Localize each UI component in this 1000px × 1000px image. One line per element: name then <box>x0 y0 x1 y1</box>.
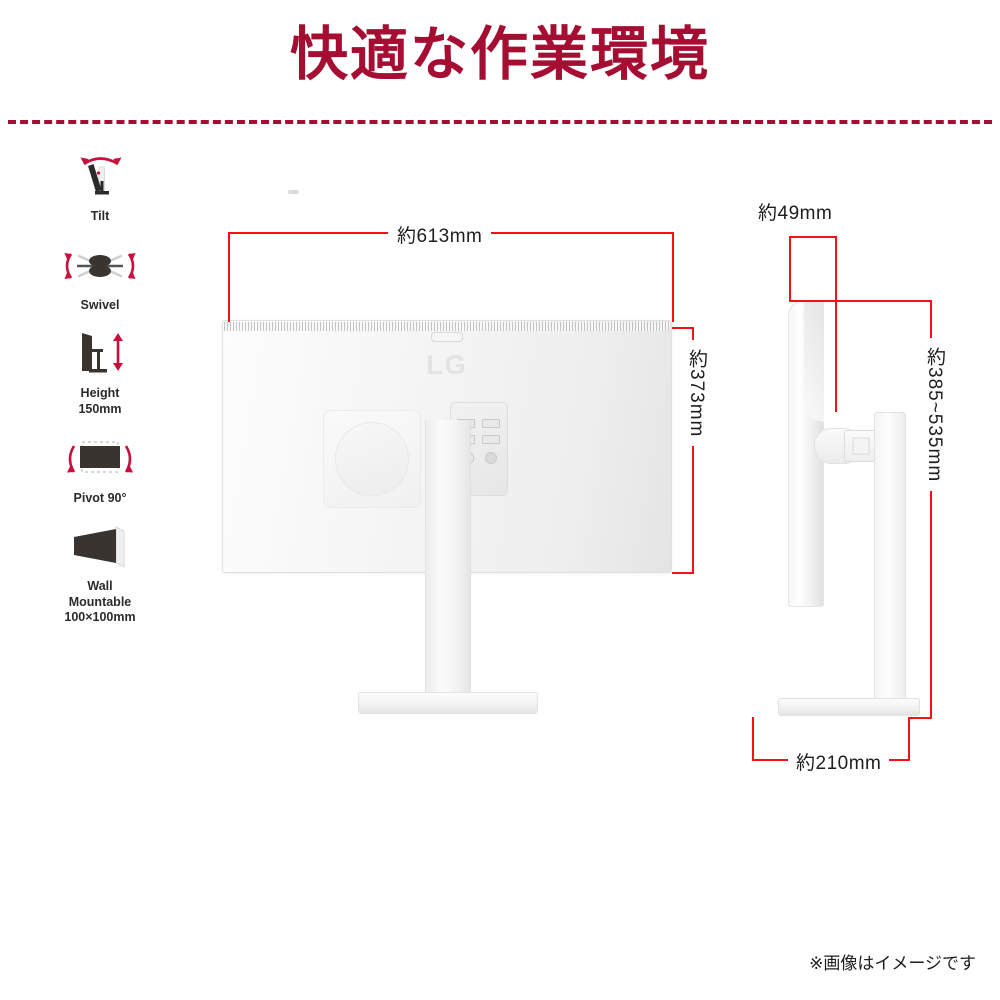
dim-base-tick-left <box>752 717 754 761</box>
stand-base <box>358 692 538 714</box>
title-divider <box>8 120 992 124</box>
dim-height-label: 約373mm <box>683 340 710 447</box>
dim-depth-line-top <box>789 236 837 238</box>
dim-depth-tick-right <box>835 236 837 412</box>
dim-depth-line-bottom <box>789 300 932 302</box>
page-title: 快適な作業環境 <box>289 22 710 87</box>
vesa-mount-plate <box>323 410 421 508</box>
feature-list: Tilt <box>30 150 170 640</box>
feature-label: Tilt <box>90 209 110 223</box>
lg-logo: LG <box>426 350 468 380</box>
height-adjust-icon <box>30 327 170 381</box>
feature-item-tilt: Tilt <box>30 150 170 225</box>
vesa-swivel-ring <box>335 422 409 496</box>
audio-jack <box>485 452 497 464</box>
monitor-side-view <box>770 300 940 730</box>
feature-item-wall-mount: Wall Mountable 100×100mm <box>30 520 170 626</box>
feature-label: Swivel <box>80 297 120 312</box>
dim-base-label: 約210mm <box>788 748 890 775</box>
dim-width-tick-right <box>672 232 674 322</box>
dim-height-range-tick-bottom <box>908 717 932 719</box>
stand-neck <box>425 420 471 698</box>
top-indicator <box>431 332 463 342</box>
feature-label: Height 150mm <box>78 386 122 416</box>
dim-height-range-line <box>930 300 932 719</box>
dim-height-line <box>692 327 694 574</box>
dim-base-tick-right <box>908 717 910 761</box>
dim-height-range-label: 約385~535mm <box>921 338 948 492</box>
usb-port-2 <box>482 435 500 444</box>
dim-height-tick-top <box>672 327 694 329</box>
feature-item-pivot: Pivot 90° <box>30 432 170 507</box>
feature-label: Pivot 90° <box>73 490 127 505</box>
feature-label: Wall Mountable 100×100mm <box>64 579 136 625</box>
hdmi-port-2 <box>482 419 500 428</box>
side-port-mark <box>820 528 824 537</box>
swivel-icon <box>30 239 170 293</box>
side-hinge-inner <box>852 437 870 455</box>
tilt-icon <box>30 150 170 204</box>
side-panel-curve <box>804 302 824 422</box>
dim-width-tick-left <box>228 232 230 322</box>
wall-mount-icon <box>30 520 170 574</box>
disclaimer-text: ※画像はイメージです <box>809 954 976 973</box>
side-hinge-block <box>844 430 878 462</box>
dim-width-label: 約613mm <box>388 221 492 248</box>
pivot-icon <box>30 432 170 486</box>
side-stand-column <box>874 412 906 702</box>
feature-item-swivel: Swivel <box>30 239 170 314</box>
dim-depth-tick-left <box>789 236 791 302</box>
cable-notch <box>288 190 299 194</box>
dim-height-tick-bottom <box>672 572 694 574</box>
vent-strip <box>224 322 670 331</box>
feature-item-height: Height 150mm <box>30 327 170 417</box>
dim-depth-label: 約49mm <box>752 198 839 225</box>
side-stand-base <box>778 698 920 716</box>
